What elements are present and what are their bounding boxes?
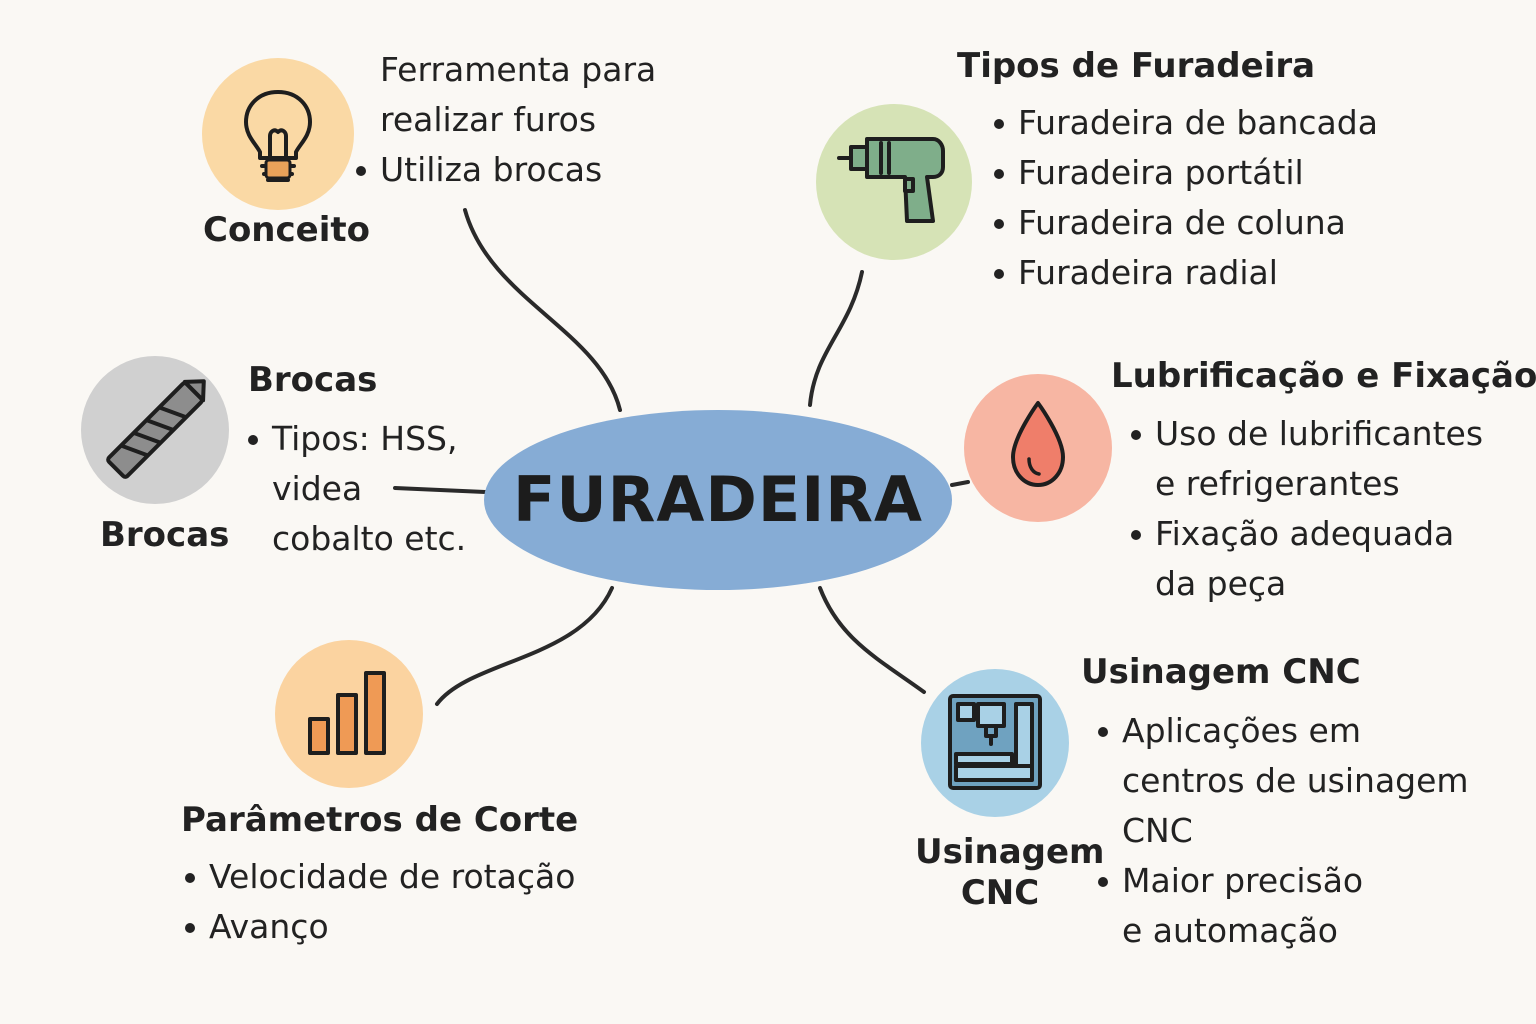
tipos-item-2: Furadeira portátil — [990, 148, 1378, 198]
lubrificacao-list: Uso de lubrificantes e refrigerantes Fix… — [1127, 409, 1483, 609]
drill-icon — [816, 104, 972, 260]
lubrificacao-icon-circle — [963, 373, 1113, 523]
center-label: FURADEIRA — [512, 463, 924, 536]
brocas-item: Tipos: HSS, videa cobalto etc. — [244, 414, 466, 564]
brocas-icon-circle — [80, 355, 230, 505]
parametros-item-2: Avanço — [181, 902, 575, 952]
tipos-list: Furadeira de bancada Furadeira portátil … — [990, 98, 1378, 298]
connector-lubrificacao — [950, 480, 970, 487]
cnc-icon-circle — [920, 668, 1070, 818]
bar-chart-icon — [275, 640, 423, 788]
parametros-item-1: Velocidade de rotação — [181, 852, 575, 902]
tipos-icon-circle — [815, 103, 973, 261]
tipos-item-3: Furadeira de coluna — [990, 198, 1378, 248]
cnc-item-2: Maior precisão e automação — [1094, 856, 1469, 956]
conceito-icon-circle — [200, 56, 356, 212]
parametros-list: Velocidade de rotação Avanço — [181, 852, 575, 952]
conceito-intro-2: realizar furos — [380, 100, 597, 139]
connector-cnc — [818, 586, 926, 694]
conceito-intro-1: Ferramenta para — [380, 50, 657, 89]
drop-icon — [964, 374, 1112, 522]
connector-conceito — [463, 208, 622, 412]
cnc-label: Usinagem CNC — [915, 832, 1105, 913]
brocas-list: Tipos: HSS, videa cobalto etc. — [244, 414, 466, 564]
cnc-item-1: Aplicações em centros de usinagem CNC — [1094, 706, 1469, 856]
lubrificacao-title: Lubrificação e Fixação — [1111, 356, 1536, 396]
connector-tipos — [808, 270, 864, 407]
connector-brocas — [393, 486, 487, 494]
tipos-item-4: Furadeira radial — [990, 248, 1378, 298]
connector-parametros — [435, 586, 614, 706]
cnc-machine-icon — [921, 669, 1069, 817]
conceito-text: Ferramenta para realizar furos Utiliza b… — [352, 45, 656, 195]
tipos-item-1: Furadeira de bancada — [990, 98, 1378, 148]
lubrificacao-item-2: Fixação adequada da peça — [1127, 509, 1483, 609]
lightbulb-icon — [202, 58, 354, 210]
conceito-label: Conceito — [203, 210, 370, 250]
conceito-item: Utiliza brocas — [352, 145, 656, 195]
cnc-title: Usinagem CNC — [1081, 652, 1361, 692]
brocas-label: Brocas — [100, 515, 230, 555]
brocas-title: Brocas — [248, 360, 378, 400]
tipos-title: Tipos de Furadeira — [957, 46, 1316, 86]
parametros-icon-circle — [274, 639, 424, 789]
lubrificacao-item-1: Uso de lubrificantes e refrigerantes — [1127, 409, 1483, 509]
parametros-title: Parâmetros de Corte — [181, 800, 579, 840]
drill-bit-icon — [81, 356, 229, 504]
conceito-list: Utiliza brocas — [352, 145, 656, 195]
cnc-list: Aplicações em centros de usinagem CNC Ma… — [1094, 706, 1469, 956]
center-node — [484, 410, 952, 590]
